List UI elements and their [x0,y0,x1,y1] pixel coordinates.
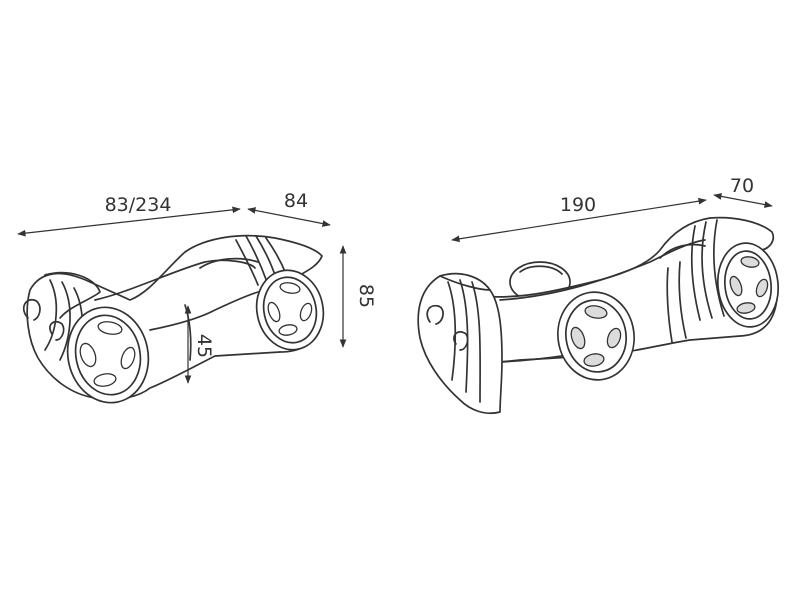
right-front-stripe-b [459,279,469,393]
right-car-bed: 190 70 [417,175,780,415]
right-width-label: 70 [730,175,754,197]
right-front-panel [417,272,503,415]
right-front-stripe-a [447,281,457,381]
right-seat-inner [659,243,706,259]
left-seat-rim [199,257,259,269]
left-width-dimension-line [247,207,331,227]
left-rear-wheel [255,269,325,351]
left-height-label: 85 [355,284,377,308]
left-front-stripe-a [44,279,58,351]
left-length-dimension-line [17,206,241,237]
left-car-bed: 83/234 84 85 45 [17,190,377,404]
left-handle-1 [22,299,41,321]
left-handle-2 [49,320,65,341]
left-drawer-base [149,291,259,331]
right-handle-2 [453,331,469,351]
right-front-stripe-c [471,281,482,403]
left-stripe-1 [235,239,259,286]
left-inner-height-label: 45 [193,334,215,358]
right-front-wheel [557,291,635,381]
left-front-wheel [66,306,150,404]
left-seat-line [94,259,256,301]
right-stripe-4 [678,261,687,339]
right-front-top [439,275,491,291]
right-stripe-5 [666,267,673,343]
left-front-stripe-b [59,281,71,361]
right-length-label: 190 [560,194,596,216]
right-width-dimension-line [713,193,773,208]
left-front-nose [44,271,101,319]
right-length-dimension-line [451,197,707,243]
left-width-label: 84 [284,190,308,212]
right-rear-wheel [716,242,780,328]
left-stripe-2 [245,235,268,283]
right-stripe-3 [712,219,725,317]
right-handle-1 [426,304,444,325]
left-length-label: 83/234 [105,194,172,216]
